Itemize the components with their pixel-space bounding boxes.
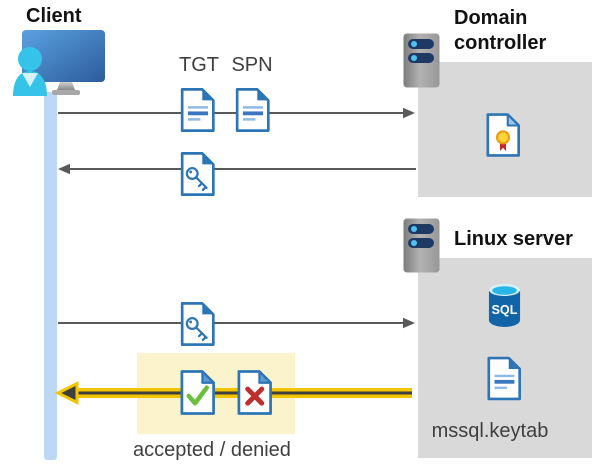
accepted-check-document-icon xyxy=(178,369,217,416)
arrow-client-to-linux xyxy=(58,317,415,329)
spn-label: SPN xyxy=(231,54,273,76)
client-person-monitor-icon xyxy=(13,30,105,96)
client-title: Client xyxy=(26,5,82,27)
arrow-dc-to-client xyxy=(58,163,416,175)
domain-controller-server-icon xyxy=(403,33,440,88)
sql-database-icon: SQL xyxy=(488,283,521,327)
domain-controller-title: Domain controller xyxy=(454,7,547,54)
keytab-label: mssql.keytab xyxy=(431,420,549,442)
ticket-key-document-icon xyxy=(178,151,217,197)
service-ticket-key-document-icon xyxy=(178,301,217,347)
spn-document-icon xyxy=(233,87,272,133)
linux-server-title: Linux server xyxy=(454,228,573,250)
client-timeline-bar xyxy=(44,92,57,460)
certificate-document-icon xyxy=(484,112,522,158)
denied-x-document-icon xyxy=(235,369,274,416)
linux-server-icon xyxy=(403,218,440,273)
sql-icon-label: SQL xyxy=(492,303,518,317)
tgt-document-icon xyxy=(178,87,217,133)
tgt-label: TGT xyxy=(179,54,219,76)
result-label: accepted / denied xyxy=(133,439,291,461)
keytab-document-icon xyxy=(485,355,523,402)
